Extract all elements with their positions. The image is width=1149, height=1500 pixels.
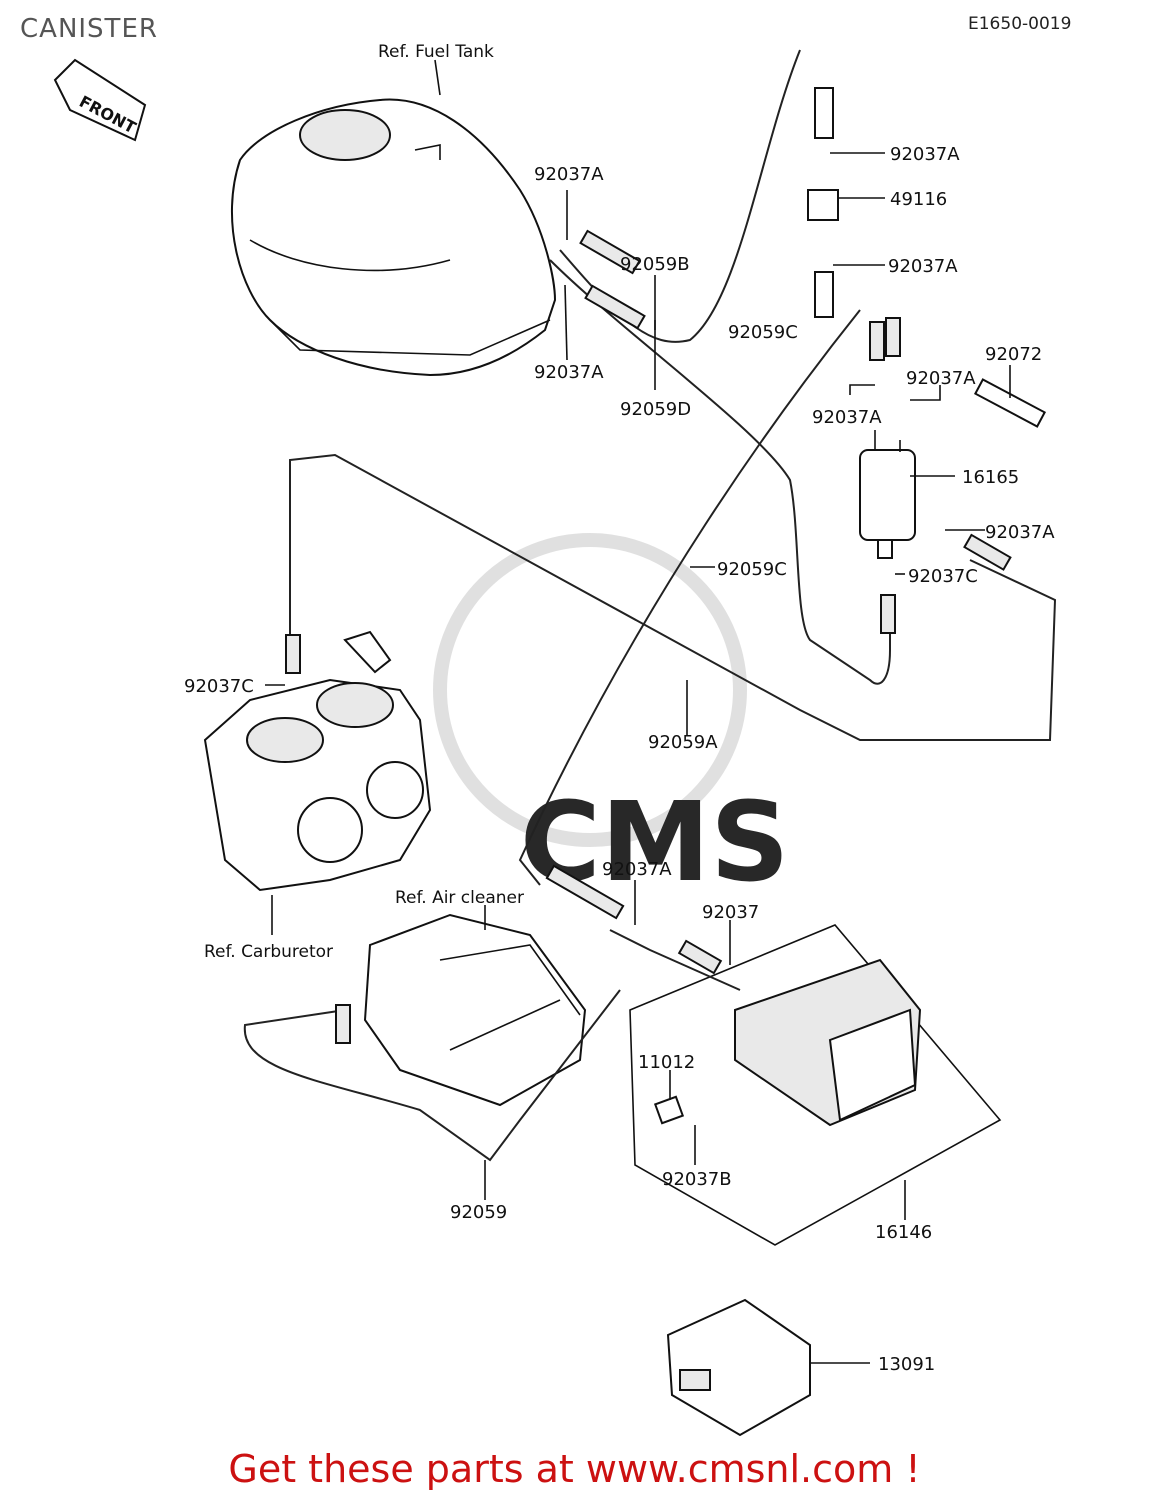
diagram-code: E1650-0019 [968,14,1072,34]
footer-link[interactable]: Get these parts at www.cmsnl.com ! [228,1447,921,1491]
part-92072 [973,378,1047,428]
ref-carburetor-label: Ref. Carburetor [204,942,333,962]
part-label-92037A[interactable]: 92037A [812,407,882,428]
leader-lines [265,59,1011,1364]
part-label-92037B[interactable]: 92037B [662,1169,732,1190]
part-label-92037A[interactable]: 92037A [985,522,1055,543]
hose-lines [243,49,1057,1162]
part-label-92037A[interactable]: 92037A [888,256,958,277]
valve-49116 [807,87,839,318]
part-label-92059C[interactable]: 92059C [728,322,798,343]
watermark-logo: CMS [433,533,789,906]
part-label-92059C[interactable]: 92059C [717,559,787,580]
part-label-16165[interactable]: 16165 [962,467,1019,488]
part-label-92037A[interactable]: 92037A [602,859,672,880]
part-label-16146[interactable]: 16146 [875,1222,932,1243]
bracket-13091 [666,1298,811,1437]
part-label-11012[interactable]: 11012 [638,1052,695,1073]
part-label-92037A[interactable]: 92037A [534,164,604,185]
part-label-92037C[interactable]: 92037C [184,676,254,697]
canister-assembly [629,924,1002,1246]
separator-16165 [859,430,916,559]
part-label-92059B[interactable]: 92059B [620,254,690,275]
ref-air-cleaner-label: Ref. Air cleaner [395,888,524,908]
carburetor [203,630,432,892]
part-label-92037A[interactable]: 92037A [906,368,976,389]
part-label-92037A[interactable]: 92037A [534,362,604,383]
part-label-92072[interactable]: 92072 [985,344,1042,365]
part-label-92059A[interactable]: 92059A [648,732,718,753]
front-arrow-icon: FRONT [53,58,147,142]
fuel-tank [230,98,557,377]
ref-fuel-tank-label: Ref. Fuel Tank [378,42,494,62]
part-label-92059[interactable]: 92059 [450,1202,507,1223]
part-label-92037A[interactable]: 92037A [890,144,960,165]
page-title: CANISTER [20,14,158,44]
part-label-92037C[interactable]: 92037C [908,566,978,587]
air-cleaner [363,913,587,1107]
part-label-92037[interactable]: 92037 [702,902,759,923]
part-label-49116[interactable]: 49116 [890,189,947,210]
part-label-13091[interactable]: 13091 [878,1354,935,1375]
part-label-92059D[interactable]: 92059D [620,399,691,420]
